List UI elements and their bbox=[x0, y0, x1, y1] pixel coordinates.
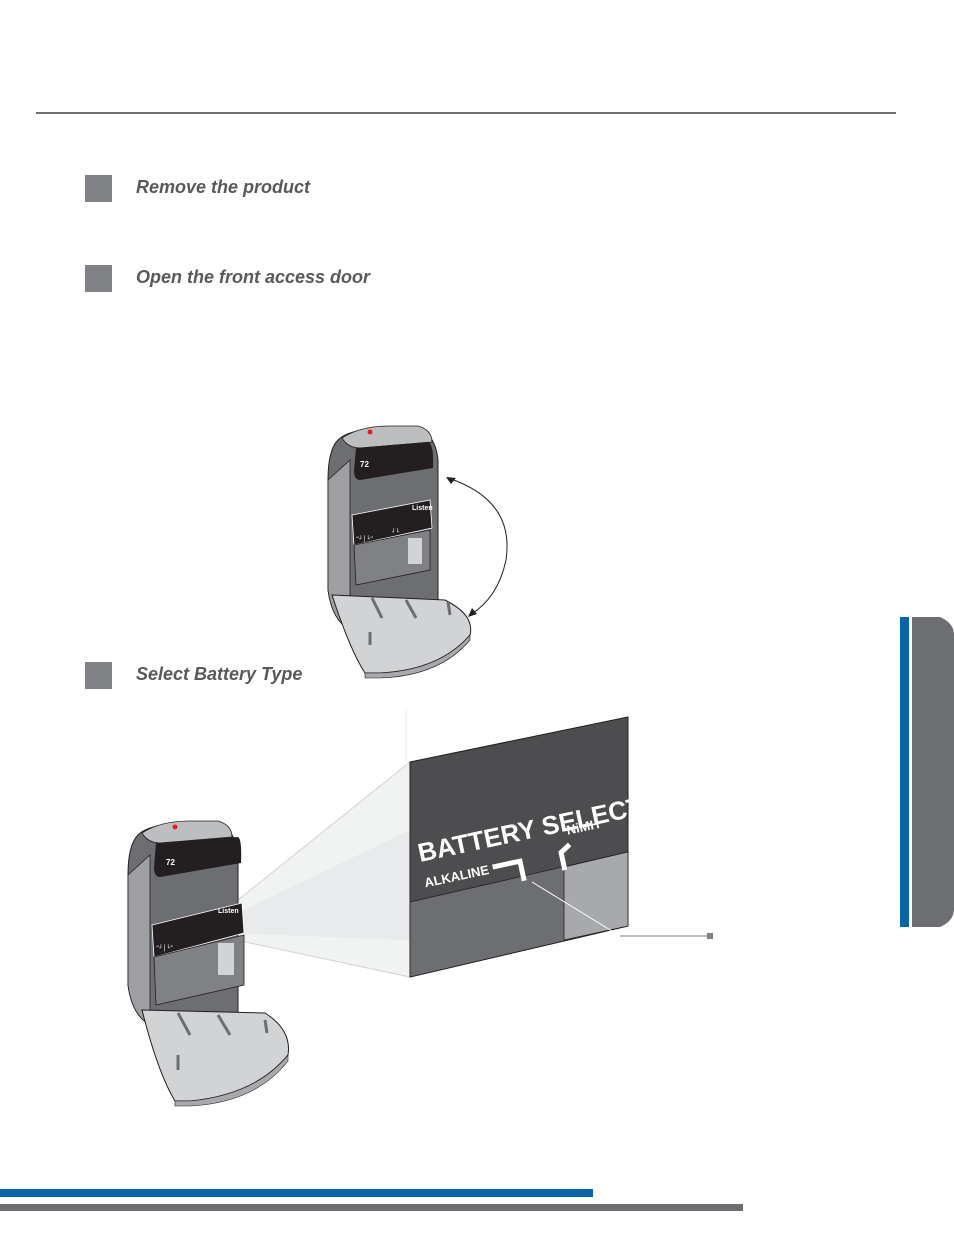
step-label: Remove the product bbox=[136, 177, 311, 197]
step-remove-product: Remove the product bbox=[85, 175, 485, 203]
device-switch-left-mark: “┘│└” bbox=[156, 944, 173, 952]
header-rule bbox=[36, 112, 896, 114]
door-swing-arrow-icon bbox=[447, 477, 508, 616]
side-tab-stripe bbox=[900, 617, 909, 927]
step-select-battery: Select Battery Type bbox=[85, 662, 485, 690]
side-tab-body bbox=[912, 617, 954, 927]
battery-select-callout: BATTERY SELECT ALKALINE NiMH bbox=[197, 710, 713, 978]
device-model-number: 72 bbox=[166, 858, 175, 867]
callout-pointer-icon bbox=[707, 933, 713, 939]
section-side-tab bbox=[900, 617, 954, 927]
device-model-number: 72 bbox=[360, 460, 369, 469]
battery-option-nimh: NiMH bbox=[565, 816, 601, 838]
step-marker bbox=[85, 662, 112, 689]
device-battery-select-illustration: 72 Listen “┘│└” bbox=[127, 820, 290, 1107]
device-brand: Listen bbox=[412, 505, 433, 512]
device-door-open-illustration: 72 Listen “┘│└” ┘└ bbox=[327, 425, 508, 679]
device-switch-left-mark: “┘│└” bbox=[356, 535, 373, 543]
device-brand: Listen bbox=[218, 908, 239, 915]
footer-blue-bar bbox=[0, 1189, 593, 1197]
device-switch-right-mark: ┘└ bbox=[391, 528, 400, 536]
step-marker bbox=[85, 175, 112, 202]
alkaline-switch-mark bbox=[492, 858, 527, 882]
step-label: Open the front access door bbox=[136, 267, 371, 287]
nimh-switch-mark bbox=[558, 842, 572, 871]
footer-gray-bar bbox=[0, 1204, 743, 1211]
step-label: Select Battery Type bbox=[136, 664, 303, 684]
step-open-door: Open the front access door bbox=[85, 265, 485, 293]
step-marker bbox=[85, 265, 112, 292]
